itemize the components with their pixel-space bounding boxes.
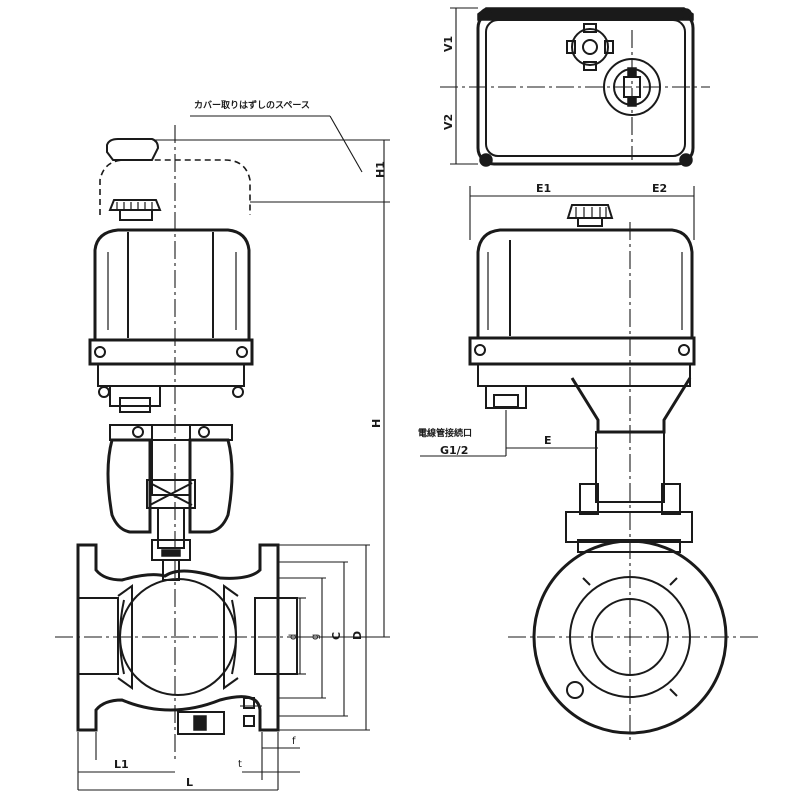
dim-d-small-label: d: [288, 634, 299, 640]
dim-g-label: g: [310, 634, 321, 640]
dim-v2-label: V2: [442, 114, 455, 130]
dim-t-label: t: [238, 759, 242, 770]
side-handwheel: [566, 204, 614, 227]
top-view: [440, 7, 710, 167]
cover-cap: [106, 138, 160, 161]
conduit-port: [485, 385, 527, 409]
top-handwheel: [566, 23, 614, 71]
front-view: [55, 115, 390, 791]
dim-v1-label: V1: [442, 36, 455, 52]
handwheel-knob: [108, 199, 162, 221]
mounting-bracket: [106, 438, 152, 534]
dim-c-label: C: [330, 632, 343, 640]
stem-coupling: [151, 424, 191, 496]
dim-h1-label: H1: [374, 161, 387, 178]
actuator-cover: [93, 228, 251, 340]
dim-f-label: f: [292, 736, 296, 747]
dim-l1-label: L1: [114, 758, 129, 771]
cover-removal-label: カバー取りはずしのスペース: [194, 99, 310, 111]
side-actuator-cover: [476, 228, 694, 338]
actuator-base: [88, 338, 254, 366]
conduit-port-label: 電線管接続口: [418, 427, 472, 439]
dim-e-label: E: [544, 434, 552, 447]
bolt-hole: [566, 681, 584, 699]
side-view: [420, 186, 760, 740]
drain-plug: [177, 711, 225, 735]
dim-d-label: D: [351, 631, 364, 640]
conduit-thread-label: G1/2: [440, 444, 468, 457]
valve-body: [76, 543, 280, 732]
dim-h-label: H: [370, 419, 383, 428]
dim-l-label: L: [186, 776, 193, 789]
dim-e1-label: E1: [536, 182, 551, 195]
dim-e2-label: E2: [652, 182, 667, 195]
